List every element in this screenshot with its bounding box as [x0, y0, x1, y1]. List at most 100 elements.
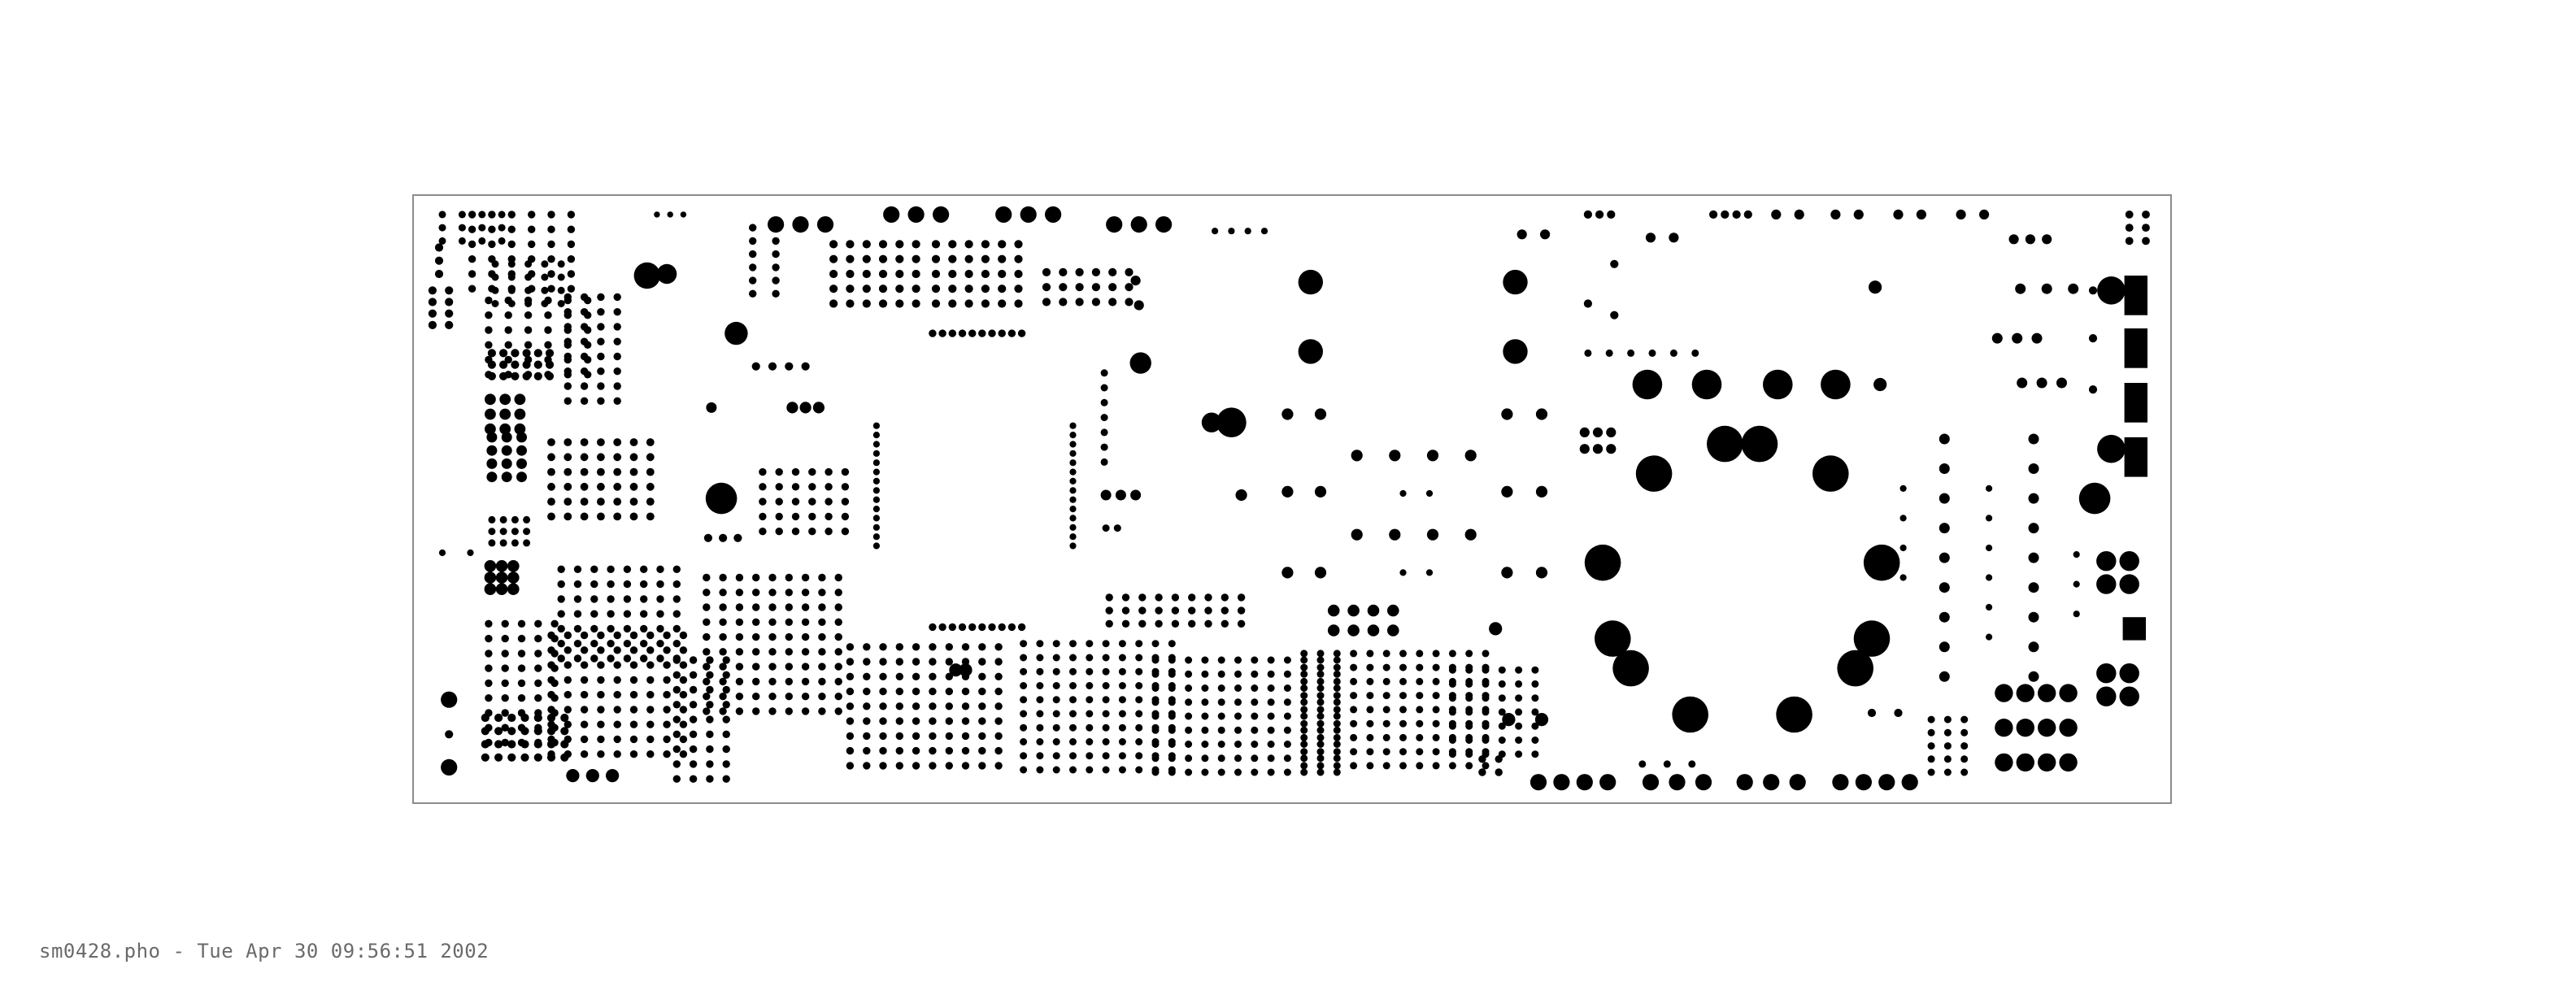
pad — [719, 648, 726, 655]
pad — [546, 349, 554, 357]
pad — [558, 640, 565, 647]
pad — [439, 550, 446, 556]
pad — [772, 250, 779, 258]
pad — [1334, 713, 1341, 720]
pad — [1300, 713, 1308, 720]
pad — [768, 663, 776, 670]
pad — [1101, 369, 1108, 376]
pad — [1101, 399, 1108, 406]
pad — [547, 727, 555, 735]
pad — [1742, 426, 1778, 463]
pad — [825, 483, 832, 490]
pad — [1868, 709, 1876, 717]
pad — [988, 329, 995, 337]
pad — [785, 589, 793, 596]
pad — [492, 287, 499, 294]
pad — [736, 633, 743, 641]
pad — [640, 640, 647, 647]
pad — [646, 750, 654, 758]
pad — [646, 646, 654, 654]
pad — [1664, 760, 1671, 767]
pad — [1960, 729, 1968, 736]
pad — [547, 661, 555, 668]
pad — [1580, 444, 1590, 454]
pad — [896, 673, 903, 680]
pad — [842, 483, 849, 490]
pad — [1188, 593, 1195, 601]
pad — [2029, 582, 2039, 593]
pad — [481, 754, 490, 762]
pad — [1185, 741, 1192, 748]
square-pad — [2125, 328, 2147, 368]
pad — [808, 483, 816, 490]
pad — [1351, 529, 1363, 541]
pad — [558, 625, 565, 632]
pad — [597, 691, 604, 698]
pad — [1584, 211, 1592, 219]
pad — [502, 458, 512, 469]
pad — [1218, 727, 1225, 734]
pad — [863, 299, 871, 307]
pad — [772, 290, 779, 298]
pad — [485, 560, 497, 572]
pad — [485, 409, 496, 420]
pad — [1465, 650, 1473, 657]
pad — [518, 664, 525, 671]
pad — [534, 664, 542, 671]
pad — [494, 740, 503, 748]
pad — [965, 240, 973, 248]
pad — [1540, 229, 1550, 239]
pad — [800, 402, 812, 413]
pad — [1531, 680, 1538, 688]
pad — [547, 740, 555, 748]
pad — [547, 714, 555, 722]
pad — [624, 610, 631, 618]
pad — [534, 714, 542, 722]
pad — [1281, 486, 1293, 498]
pad — [541, 274, 548, 281]
pad — [673, 580, 681, 588]
pad — [1535, 713, 1548, 726]
pad — [564, 706, 572, 713]
pad — [550, 620, 558, 628]
pad — [2126, 237, 2134, 245]
pad — [646, 632, 654, 639]
pad — [502, 445, 512, 456]
pad — [597, 706, 604, 713]
pad — [690, 715, 697, 723]
pad — [581, 453, 589, 461]
pad — [1014, 299, 1022, 307]
pad — [1368, 624, 1380, 637]
pad — [516, 445, 527, 456]
pad — [568, 241, 575, 248]
pad — [630, 498, 638, 506]
pad — [1350, 734, 1357, 741]
pad — [1152, 727, 1160, 734]
pad — [1607, 211, 1615, 219]
pad — [768, 589, 776, 596]
pad — [873, 515, 880, 521]
pad — [534, 349, 542, 357]
pad — [1334, 657, 1341, 664]
pad — [1584, 350, 1591, 357]
pad — [1399, 569, 1406, 576]
pad — [1986, 574, 1992, 580]
pad — [547, 285, 555, 293]
pad — [624, 580, 631, 588]
pad — [435, 243, 443, 251]
pad — [574, 640, 581, 647]
pad — [494, 727, 503, 735]
pad — [1449, 708, 1456, 715]
pad — [673, 686, 681, 693]
pad — [597, 750, 604, 758]
pad — [1433, 678, 1440, 685]
pad — [873, 432, 880, 438]
pad — [802, 603, 809, 610]
pad — [468, 211, 476, 218]
pad — [1014, 270, 1022, 278]
pad — [1960, 755, 1968, 763]
pad — [749, 263, 756, 271]
pad — [863, 762, 870, 769]
pad — [802, 589, 809, 596]
pad — [1317, 720, 1325, 728]
